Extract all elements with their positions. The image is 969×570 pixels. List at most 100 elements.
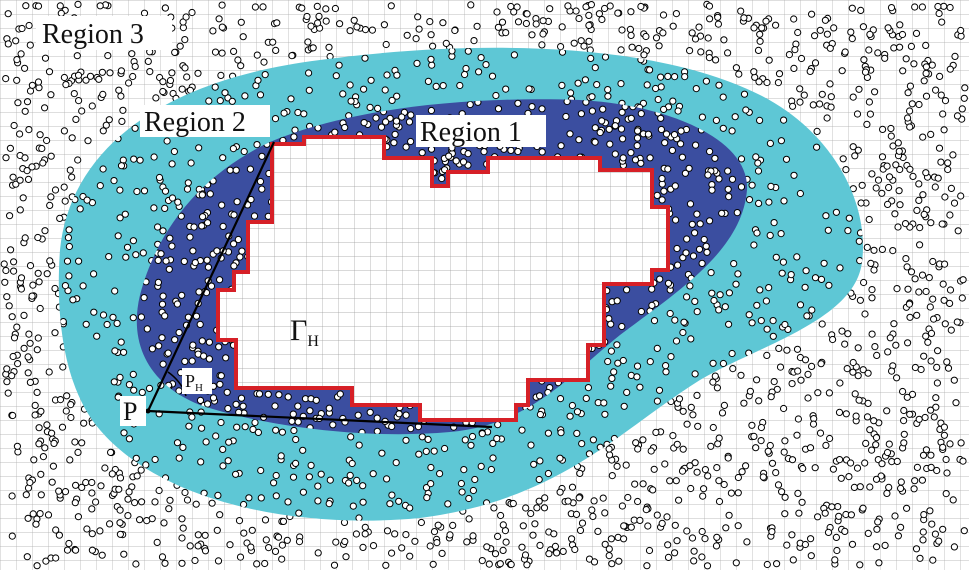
particle: [218, 23, 226, 31]
particle: [856, 561, 864, 569]
particle: [927, 451, 935, 459]
particle: [894, 532, 903, 540]
particle: [56, 396, 65, 404]
particle: [664, 279, 673, 287]
particle: [6, 212, 14, 220]
particle: [355, 441, 363, 449]
particle: [4, 40, 12, 48]
particle: [288, 52, 296, 60]
particle: [750, 432, 758, 440]
particle: [487, 465, 495, 474]
particle: [46, 257, 54, 265]
particle: [657, 73, 665, 81]
particle: [728, 349, 736, 358]
particle: [610, 368, 618, 376]
particle: [844, 227, 852, 235]
particle: [439, 19, 447, 27]
region2-label: Region 2: [144, 107, 246, 138]
particle: [942, 490, 950, 498]
particle: [88, 489, 96, 497]
particle: [939, 110, 947, 118]
particle: [950, 543, 959, 551]
particle: [688, 29, 696, 37]
particle: [902, 255, 910, 263]
region2-label-bg: [140, 105, 270, 137]
particle: [523, 10, 531, 18]
particle: [941, 260, 949, 268]
particle: [859, 504, 867, 512]
particle: [388, 491, 396, 499]
particle: [922, 446, 931, 454]
particle: [44, 511, 53, 519]
particle: [21, 234, 29, 242]
particle: [857, 199, 865, 207]
particle: [790, 171, 798, 179]
particle: [155, 173, 164, 182]
particle: [211, 48, 220, 56]
particle: [551, 542, 560, 551]
particle: [111, 347, 119, 355]
particle: [96, 527, 104, 535]
particle: [36, 509, 44, 518]
particle: [382, 561, 390, 569]
particle: [406, 504, 414, 512]
particle: [857, 6, 865, 14]
particle: [545, 550, 553, 558]
particle: [932, 394, 940, 402]
particle: [930, 413, 938, 421]
particle: [106, 520, 114, 528]
particle: [292, 435, 300, 444]
particle: [773, 560, 781, 568]
particle: [803, 312, 811, 320]
particle: [617, 80, 625, 88]
particle: [737, 183, 746, 191]
particle: [206, 190, 214, 198]
particle: [305, 473, 313, 481]
particle: [873, 525, 881, 533]
particle: [271, 402, 279, 410]
particle: [663, 513, 671, 521]
particle: [593, 81, 601, 89]
particle: [643, 81, 651, 89]
particle: [946, 211, 954, 219]
particle: [19, 194, 27, 202]
particle: [756, 37, 764, 45]
particle: [236, 553, 245, 561]
particle: [883, 162, 891, 170]
particle: [3, 293, 11, 301]
particle: [817, 360, 825, 368]
particle: [620, 522, 628, 530]
particle: [116, 373, 124, 381]
particle: [949, 151, 957, 159]
particle: [866, 426, 874, 434]
particle: [766, 139, 775, 147]
particle: [17, 285, 25, 293]
particle: [10, 334, 19, 342]
particle: [718, 409, 727, 417]
particle: [946, 3, 954, 12]
particle: [163, 137, 171, 145]
particle: [564, 497, 572, 505]
particle: [143, 325, 151, 333]
particle: [361, 523, 369, 531]
particle: [161, 559, 169, 567]
particle: [824, 226, 832, 234]
particle: [745, 311, 753, 319]
particle: [801, 540, 810, 549]
particle: [307, 461, 315, 469]
particle: [407, 111, 415, 119]
particle: [939, 525, 947, 533]
particle: [198, 191, 206, 199]
particle: [774, 481, 783, 489]
particle: [915, 100, 923, 109]
particle: [715, 497, 724, 506]
particle: [783, 541, 791, 549]
particle: [806, 67, 814, 76]
particle: [50, 439, 58, 447]
particle: [674, 261, 682, 269]
particle: [661, 460, 669, 468]
particle: [181, 64, 189, 72]
particle: [830, 24, 838, 32]
particle: [944, 165, 952, 174]
particle: [442, 39, 450, 48]
